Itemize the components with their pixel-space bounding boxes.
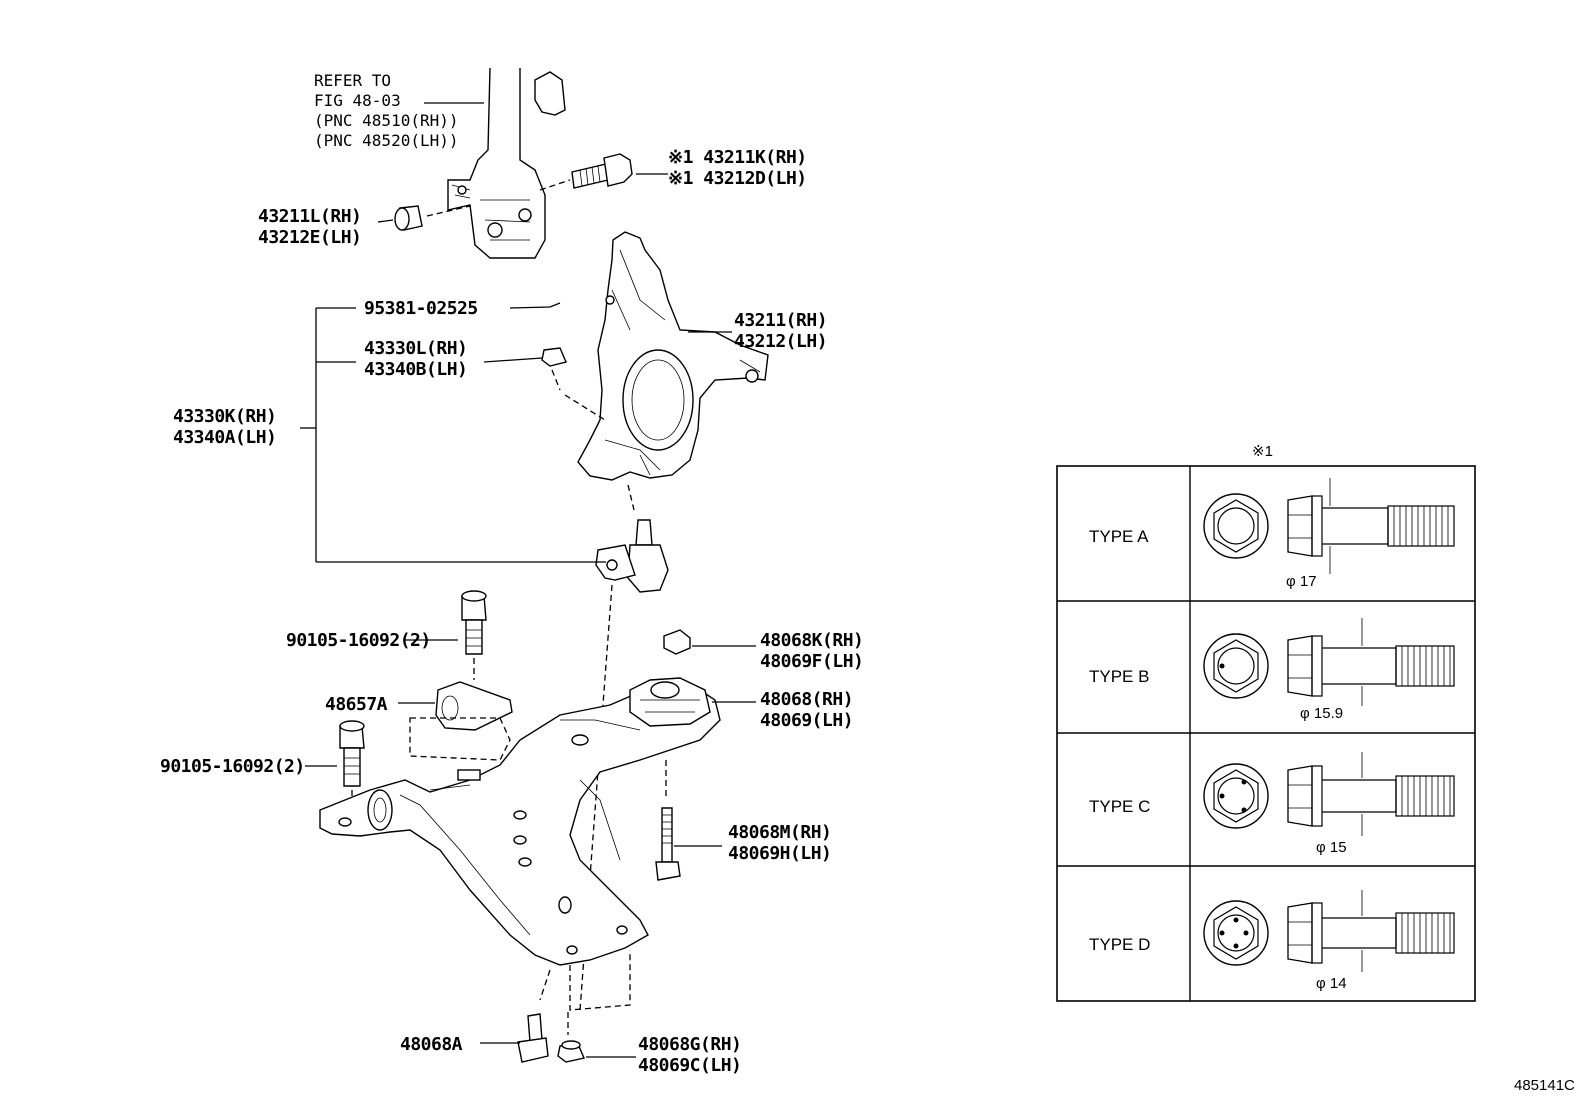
type-c-diameter: φ 15 [1316,839,1347,856]
label-48657a: 48657A [325,694,388,715]
table-row: TYPE B φ 15.9 [1089,618,1455,722]
label-48069-lh: 48069(LH) [760,710,853,731]
label-43330l-rh: 43330L(RH) [364,338,467,359]
bolt-43211k [571,153,633,189]
leader-lines [300,102,756,1058]
type-d-diameter: φ 14 [1316,975,1347,992]
reference-line-4: (PNC 48520(LH)) [314,131,459,150]
reference-line-3: (PNC 48510(RH)) [314,111,459,130]
bolt-type-table: ※1 TYPE A φ 17 TYPE B [1056,443,1476,1002]
label-43340b-lh: 43340B(LH) [364,359,467,380]
table-row: TYPE D φ 14 [1089,890,1455,992]
type-d-label: TYPE D [1089,935,1150,954]
table-row: TYPE C φ 15 [1089,752,1455,856]
type-a-diameter: φ 17 [1286,573,1317,590]
nut-48068g [557,1040,585,1063]
label-48069h-lh: 48069H(LH) [728,843,831,864]
table-note-mark: ※1 [1252,443,1273,460]
label-90105-bottom: 90105-16092(2) [160,756,305,777]
label-95381-02525: 95381-02525 [364,298,478,319]
label-48068m-rh: 48068M(RH) [728,822,831,843]
type-b-label: TYPE B [1089,667,1149,686]
bolt-48068a [517,1013,549,1063]
steering-knuckle [577,231,769,511]
bolt-90105-top [461,590,487,680]
cotter-pin-95381 [509,302,561,309]
type-a-label: TYPE A [1089,527,1149,546]
bolt-90105-bottom [339,720,365,812]
label-43212e-lh: 43212E(LH) [258,227,361,248]
table-row: TYPE A φ 17 [1089,478,1455,590]
figure-number: 485141C [1514,1077,1575,1094]
bracket-48657a [409,681,513,761]
label-48069c-lh: 48069C(LH) [638,1055,741,1076]
label-90105-top: 90105-16092(2) [286,630,431,651]
label-43212d-lh: ※1 43212D(LH) [668,168,807,189]
label-48068a: 48068A [400,1034,463,1055]
label-43211-rh: 43211(RH) [734,310,827,331]
label-43340a-lh: 43340A(LH) [173,427,276,448]
label-48068-rh: 48068(RH) [760,689,853,710]
label-48069f-lh: 48069F(LH) [760,651,863,672]
nut-48068k [663,629,691,655]
label-43330k-rh: 43330K(RH) [173,406,276,427]
nut-43211l [394,205,423,231]
reference-line-2: FIG 48-03 [314,91,401,110]
label-43211l-rh: 43211L(RH) [258,206,361,227]
bolt-48068m [655,807,681,881]
type-c-label: TYPE C [1089,797,1150,816]
label-48068g-rh: 48068G(RH) [638,1034,741,1055]
label-48068k-rh: 48068K(RH) [760,630,863,651]
label-43211k-rh: ※1 43211K(RH) [668,147,807,168]
type-b-diameter: φ 15.9 [1300,705,1343,722]
label-43212-lh: 43212(LH) [734,331,827,352]
strut-assembly [426,67,571,259]
reference-line-1: REFER TO [314,71,391,90]
reference-note: REFER TO FIG 48-03 (PNC 48510(RH)) (PNC … [314,71,459,150]
lower-control-arm [319,677,721,1035]
nut-43330l [541,347,606,421]
